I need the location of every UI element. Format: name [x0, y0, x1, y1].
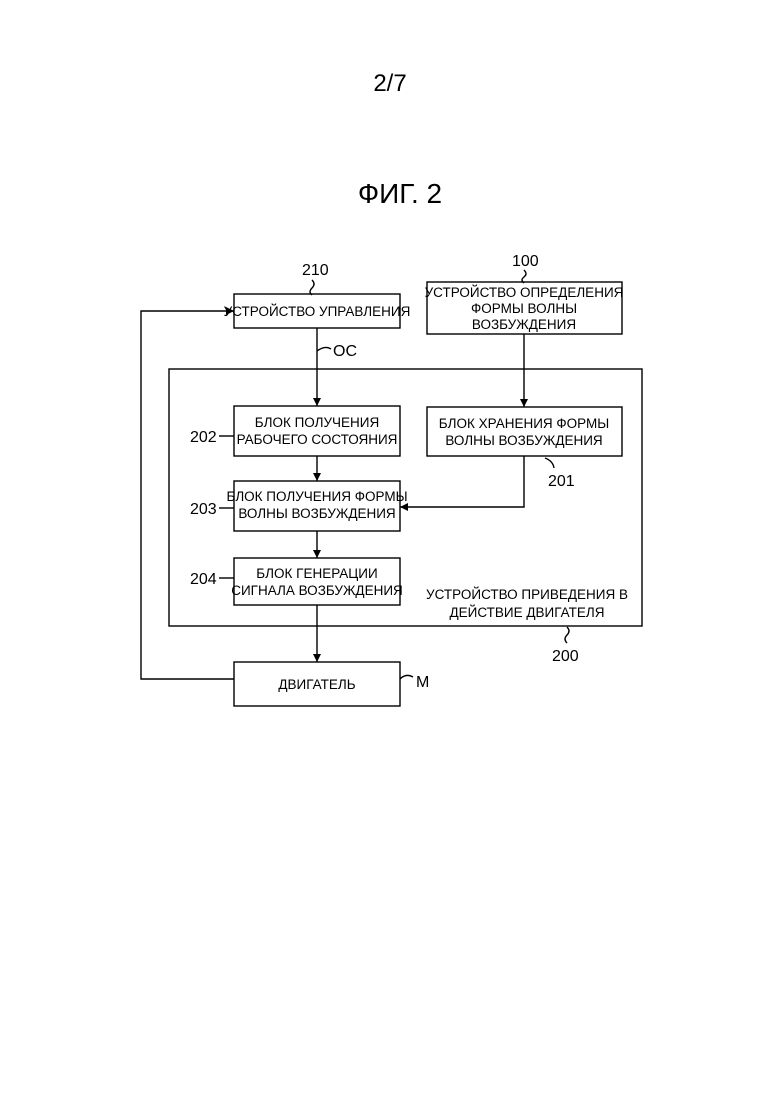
motor-drive-device-label-line-1: УСТРОЙСТВО ПРИВЕДЕНИЯ В	[426, 587, 628, 602]
drive-signal-block-label-line-2: СИГНАЛА ВОЗБУЖДЕНИЯ	[231, 583, 403, 598]
waveform-determination-label-line-3: ВОЗБУЖДЕНИЯ	[472, 317, 576, 332]
waveform-storage-block-ref: 201	[548, 473, 575, 490]
operating-state-block-label-line-1: БЛОК ПОЛУЧЕНИЯ	[255, 415, 380, 430]
waveform-determination-leader	[522, 270, 526, 283]
motor-ref: M	[416, 674, 429, 691]
waveform-storage-block-label-line-1: БЛОК ХРАНЕНИЯ ФОРМЫ	[439, 416, 609, 431]
motor-label: ДВИГАТЕЛЬ	[278, 677, 355, 692]
motor-drive-device-ref: 200	[552, 648, 579, 665]
operating-state-block-box	[234, 406, 400, 456]
waveform-acquisition-block-ref: 203	[190, 501, 217, 518]
motor-leader	[400, 675, 413, 679]
waveform-storage-block-label-line-2: ВОЛНЫ ВОЗБУЖДЕНИЯ	[445, 433, 602, 448]
motor-drive-device-leader	[565, 627, 569, 643]
control-device-leader	[310, 280, 314, 295]
control-device-ref: 210	[302, 262, 329, 279]
motor-drive-device-label-line-2: ДЕЙСТВИЕ ДВИГАТЕЛЯ	[450, 605, 605, 620]
waveform-acquisition-block-label-line-1: БЛОК ПОЛУЧЕНИЯ ФОРМЫ	[226, 489, 407, 504]
waveform-acquisition-block-label-line-2: ВОЛНЫ ВОЗБУЖДЕНИЯ	[238, 506, 395, 521]
control-device-label: УСТРОЙСТВО УПРАВЛЕНИЯ	[224, 304, 411, 319]
waveform-determination-label-line-2: ФОРМЫ ВОЛНЫ	[471, 301, 577, 316]
waveform-storage-block-leader	[545, 458, 554, 468]
operating-state-block-ref: 202	[190, 429, 217, 446]
drive-signal-block-label-line-1: БЛОК ГЕНЕРАЦИИ	[256, 566, 377, 581]
operating-state-signal-ref: OC	[333, 343, 357, 360]
arrow-motor-feedback-to-control	[141, 311, 234, 679]
waveform-determination-ref: 100	[512, 253, 539, 270]
drive-signal-block-ref: 204	[190, 571, 217, 588]
waveform-determination-label-line-1: УСТРОЙСТВО ОПРЕДЕЛЕНИЯ	[425, 285, 624, 300]
operating-state-signal-leader	[317, 347, 331, 351]
arrow-storage-to-acquisition	[400, 456, 524, 507]
waveform-storage-block-box	[427, 407, 622, 456]
operating-state-block-label-line-2: РАБОЧЕГО СОСТОЯНИЯ	[237, 432, 398, 447]
